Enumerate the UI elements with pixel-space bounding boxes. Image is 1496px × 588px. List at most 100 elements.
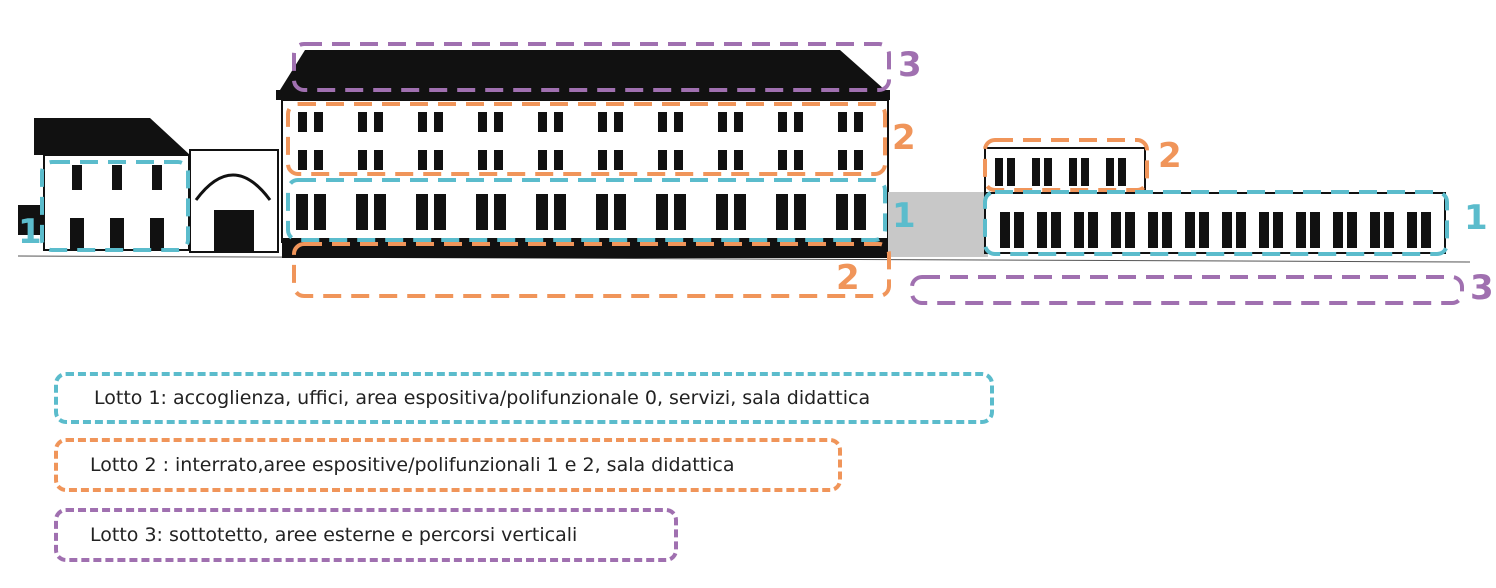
window bbox=[298, 112, 307, 132]
window bbox=[614, 112, 623, 132]
window bbox=[314, 150, 323, 170]
window bbox=[538, 112, 547, 132]
window bbox=[1236, 212, 1246, 248]
window bbox=[1088, 212, 1098, 248]
window bbox=[314, 194, 326, 230]
window bbox=[656, 194, 668, 230]
window bbox=[794, 194, 806, 230]
marker-lotto1: 1 bbox=[18, 212, 42, 252]
window bbox=[1222, 212, 1232, 248]
window bbox=[716, 194, 728, 230]
window bbox=[1069, 158, 1077, 186]
window bbox=[734, 194, 746, 230]
window bbox=[418, 150, 427, 170]
window bbox=[596, 194, 608, 230]
marker-lotto1: 1 bbox=[1464, 198, 1488, 238]
window bbox=[1421, 212, 1431, 248]
window bbox=[734, 150, 743, 170]
window bbox=[598, 150, 607, 170]
marker-lotto3: 3 bbox=[898, 45, 922, 85]
window bbox=[314, 112, 323, 132]
window bbox=[614, 150, 623, 170]
gate-building bbox=[189, 149, 279, 253]
window bbox=[1081, 158, 1089, 186]
legend-lotto1: Lotto 1: accoglienza, uffici, area espos… bbox=[54, 372, 994, 424]
window bbox=[418, 112, 427, 132]
window bbox=[658, 150, 667, 170]
window bbox=[838, 150, 847, 170]
window bbox=[1333, 212, 1343, 248]
window bbox=[1407, 212, 1417, 248]
window bbox=[838, 112, 847, 132]
window bbox=[598, 112, 607, 132]
window bbox=[778, 150, 787, 170]
marker-lotto2: 2 bbox=[892, 118, 916, 158]
window bbox=[778, 112, 787, 132]
zone-lotto3-exterior bbox=[910, 275, 1464, 305]
window bbox=[1051, 212, 1061, 248]
window bbox=[1037, 212, 1047, 248]
window bbox=[1347, 212, 1357, 248]
zone-lotto1-left bbox=[40, 160, 190, 252]
marker-lotto2: 2 bbox=[836, 258, 860, 298]
window bbox=[1000, 212, 1010, 248]
window bbox=[1111, 212, 1121, 248]
window bbox=[1074, 212, 1084, 248]
window bbox=[776, 194, 788, 230]
window bbox=[794, 112, 803, 132]
window bbox=[1185, 212, 1195, 248]
zone-lotto2-right-upper bbox=[983, 138, 1149, 192]
window bbox=[494, 150, 503, 170]
window bbox=[836, 194, 848, 230]
window bbox=[494, 112, 503, 132]
window bbox=[674, 194, 686, 230]
window bbox=[854, 150, 863, 170]
window bbox=[674, 112, 683, 132]
window bbox=[374, 150, 383, 170]
marker-lotto3: 3 bbox=[1470, 268, 1494, 308]
legend-lotto2-label: Lotto 2 : interrato,aree espositive/poli… bbox=[90, 454, 735, 476]
zone-lotto2-basement bbox=[292, 242, 891, 298]
window bbox=[1370, 212, 1380, 248]
window bbox=[356, 194, 368, 230]
window bbox=[718, 150, 727, 170]
window bbox=[658, 112, 667, 132]
window bbox=[554, 194, 566, 230]
window bbox=[674, 150, 683, 170]
window bbox=[434, 150, 443, 170]
connecting-wall bbox=[888, 192, 988, 257]
window bbox=[1310, 212, 1320, 248]
right-building bbox=[984, 147, 1446, 254]
marker-lotto2: 2 bbox=[1158, 136, 1182, 176]
window bbox=[554, 112, 563, 132]
legend-lotto2: Lotto 2 : interrato,aree espositive/poli… bbox=[54, 438, 842, 492]
window bbox=[995, 158, 1003, 186]
zone-lotto3-roof bbox=[292, 42, 891, 92]
window bbox=[554, 150, 563, 170]
window bbox=[538, 150, 547, 170]
legend-lotto1-label: Lotto 1: accoglienza, uffici, area espos… bbox=[94, 387, 871, 409]
main-building bbox=[276, 50, 890, 258]
window bbox=[494, 194, 506, 230]
window bbox=[416, 194, 428, 230]
window bbox=[536, 194, 548, 230]
window bbox=[478, 112, 487, 132]
window bbox=[1014, 212, 1024, 248]
window bbox=[734, 112, 743, 132]
window bbox=[718, 112, 727, 132]
window bbox=[1032, 158, 1040, 186]
legend-lotto3-label: Lotto 3: sottotetto, aree esterne e perc… bbox=[90, 524, 578, 546]
window bbox=[1273, 212, 1283, 248]
window bbox=[1296, 212, 1306, 248]
window bbox=[1384, 212, 1394, 248]
window bbox=[358, 112, 367, 132]
zone-lotto2-upper bbox=[286, 102, 887, 176]
left-building bbox=[18, 118, 190, 251]
window bbox=[374, 194, 386, 230]
window bbox=[854, 194, 866, 230]
window bbox=[478, 150, 487, 170]
window bbox=[374, 112, 383, 132]
window bbox=[298, 150, 307, 170]
window bbox=[1125, 212, 1135, 248]
